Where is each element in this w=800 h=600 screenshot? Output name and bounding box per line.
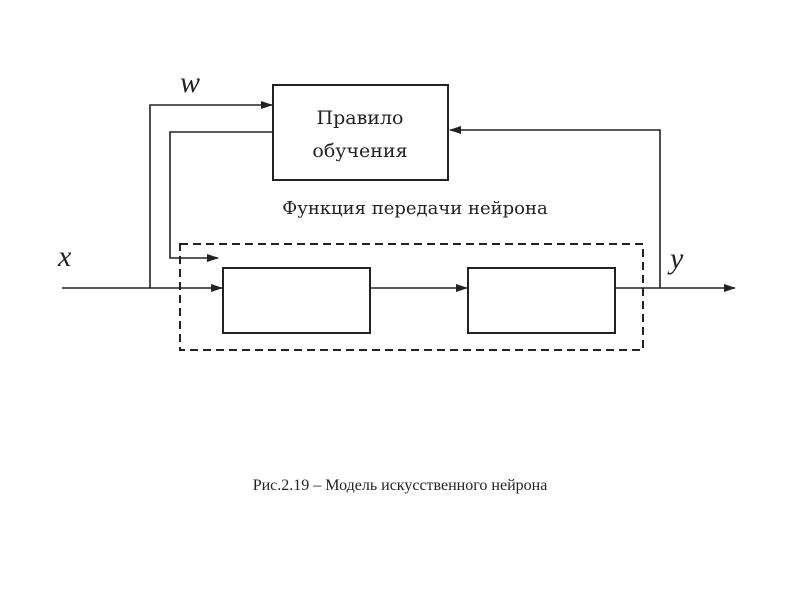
input-to-rule-line — [149, 101, 273, 288]
learning-rule-label-line1: Правило — [317, 107, 404, 129]
output-label: y — [667, 242, 684, 275]
weight-update-line — [169, 131, 273, 262]
input-label: x — [57, 240, 72, 273]
transfer-function-label: Функция передачи нейрона — [282, 198, 548, 219]
learning-rule-box — [272, 84, 449, 181]
block-2 — [467, 267, 616, 334]
learning-rule-label-line2: обучения — [312, 140, 407, 162]
transfer-function-dashed-box — [179, 243, 644, 351]
weight-label: w — [180, 66, 200, 99]
output-feedback-line — [449, 126, 661, 288]
block-1 — [222, 267, 371, 334]
figure-caption: Рис.2.19 – Модель искусственного нейрона — [252, 477, 548, 494]
